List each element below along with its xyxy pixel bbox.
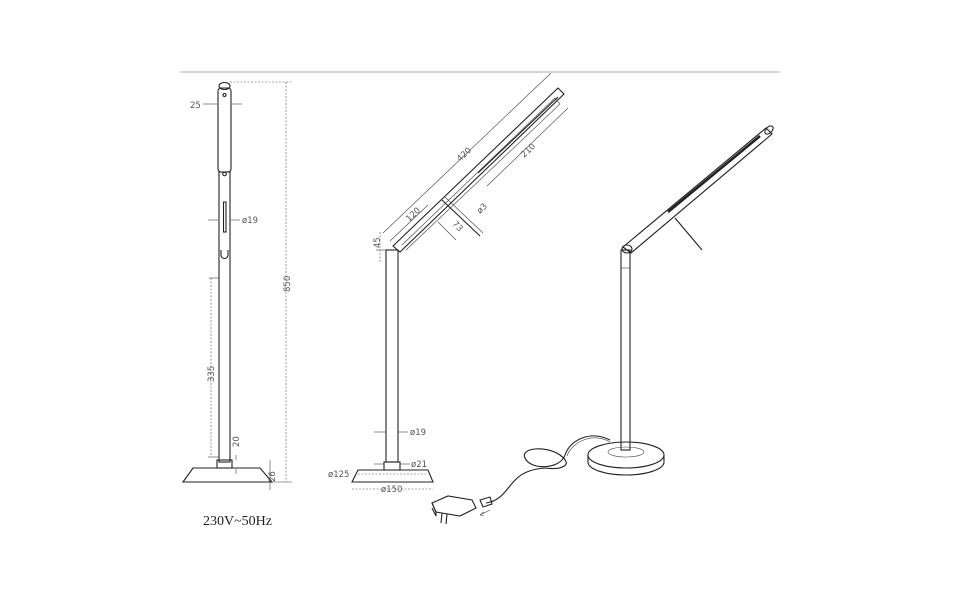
dim-collar-height: 20	[232, 436, 242, 447]
dim-base-top-diameter: ø125	[328, 470, 349, 480]
dim-switch-offset: 120	[404, 206, 423, 224]
dim-collar-diameter: ø21	[411, 460, 427, 470]
switch-rod	[441, 199, 481, 237]
power-label: 230V~50Hz	[203, 514, 272, 529]
dim-rod-length: 73	[450, 219, 465, 234]
side-view	[351, 72, 569, 490]
pole	[385, 249, 399, 463]
front-view	[181, 81, 292, 490]
base	[351, 469, 434, 483]
collar	[383, 461, 401, 471]
switch-rod	[674, 217, 703, 251]
dim-head-width: 25	[190, 101, 201, 111]
perspective-view	[431, 125, 774, 525]
top-cap	[218, 81, 231, 91]
led-strip	[477, 96, 559, 174]
lower-tube	[218, 171, 231, 463]
base	[587, 455, 665, 476]
dim-total-height: 850	[283, 276, 293, 292]
slot	[222, 201, 227, 233]
dim-joint-height: 45	[373, 237, 383, 248]
dim-pole-diameter: ø19	[410, 428, 426, 438]
arm	[392, 87, 565, 253]
arm-tip	[764, 125, 774, 135]
arm	[622, 127, 773, 254]
pole	[620, 249, 631, 451]
head-tube	[217, 87, 232, 173]
power-adapter	[431, 495, 477, 517]
dim-rod-diameter: ø3	[475, 202, 490, 217]
power-cable	[485, 435, 611, 504]
dim-tube-diameter: ø19	[242, 216, 258, 226]
dim-base-height: 26	[268, 471, 278, 482]
dim-tube-length: 335	[207, 366, 217, 382]
dim-led-length: 210	[519, 142, 538, 160]
plug	[479, 496, 493, 508]
dim-base-bottom-diameter: ø150	[381, 485, 402, 495]
base	[181, 467, 274, 483]
